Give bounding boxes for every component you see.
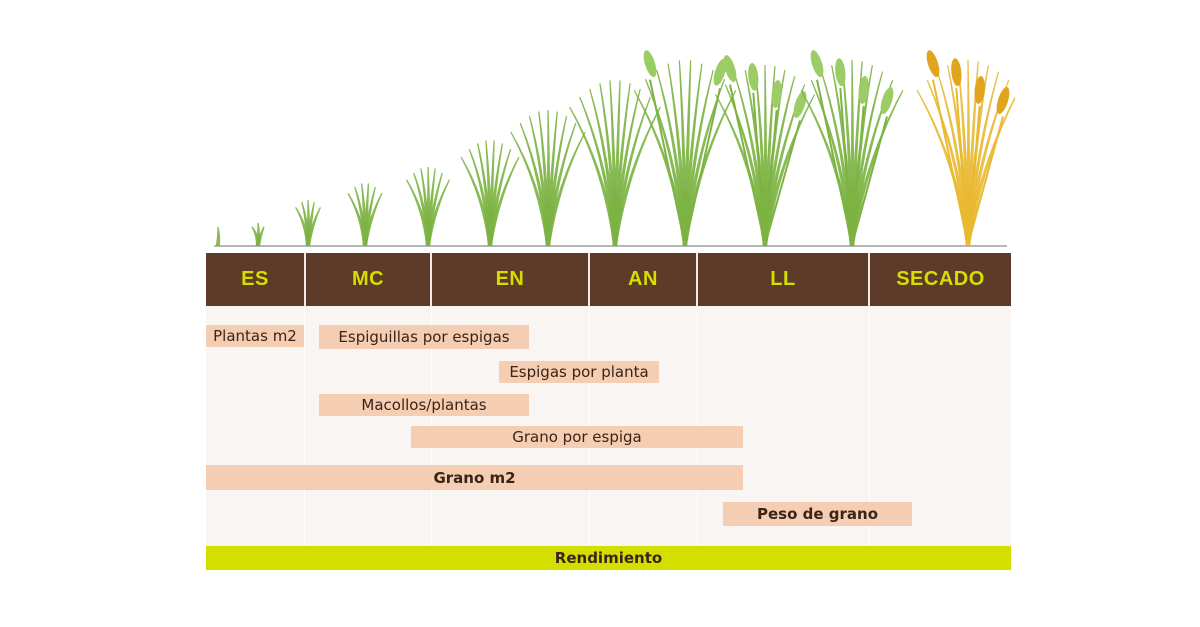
yield-bar: Rendimiento [206, 546, 1011, 570]
stage-divider [696, 253, 698, 306]
wheat-spike [951, 58, 962, 87]
plant-leaf [612, 106, 661, 246]
wheat-spike [974, 75, 985, 104]
stage-an: AN [590, 253, 696, 306]
wheat-spike [858, 75, 869, 104]
plant-8 [569, 80, 661, 246]
component-label: Espiguillas por espigas [338, 328, 510, 346]
stage-ll: LL [698, 253, 868, 306]
wheat-spike [748, 62, 759, 91]
plant-5 [406, 166, 450, 246]
stage-label: EN [495, 268, 525, 290]
stage-en: EN [432, 253, 588, 306]
wheat-spike [793, 90, 807, 118]
component-label: Espigas por planta [509, 363, 649, 381]
component-bar-peso-grano: Peso de grano [723, 502, 912, 526]
plant-7 [510, 109, 586, 246]
plant-9 [633, 50, 737, 246]
plant-3 [295, 199, 321, 246]
plant-leaf [425, 179, 450, 246]
plant-stem [932, 79, 969, 246]
plant-stem [729, 84, 766, 246]
component-label: Grano por espiga [512, 428, 642, 446]
wheat-spike [880, 87, 894, 114]
wheat-spike [926, 50, 940, 78]
stage-label: MC [351, 268, 385, 290]
plant-stem [839, 88, 853, 246]
plant-stem [752, 92, 766, 246]
wheat-spike [996, 87, 1010, 114]
column-divider [869, 306, 870, 546]
component-label: Macollos/plantas [361, 396, 487, 414]
wheat-spike [771, 80, 782, 109]
plant-growth-illustration [214, 50, 1015, 247]
wheat-spike [643, 50, 657, 78]
stage-es: ES [206, 253, 304, 306]
stage-secado: SECADO [870, 253, 1011, 306]
plant-leaf [305, 207, 321, 246]
plant-leaf [362, 192, 383, 246]
plant-leaf [545, 131, 586, 246]
plant-leaf [255, 226, 265, 246]
plant-stem [816, 79, 853, 246]
plant-11 [800, 50, 904, 246]
stage-header: ES MC EN AN LL SECADO [206, 253, 1011, 306]
plant-leaf [215, 226, 221, 246]
plant-2 [251, 222, 265, 246]
plant-stem [851, 116, 888, 246]
plant-10 [714, 55, 816, 246]
stage-divider [430, 253, 432, 306]
plant-6 [460, 140, 520, 246]
component-bar-grano-m2: Grano m2 [206, 465, 743, 490]
plant-stem [955, 88, 969, 246]
component-bar-espiguillas: Espiguillas por espigas [319, 325, 529, 349]
component-label: Peso de grano [757, 505, 878, 523]
stage-mc: MC [306, 253, 430, 306]
plant-stem [967, 105, 981, 246]
stage-label: LL [770, 268, 796, 290]
wheat-spike [723, 55, 737, 83]
yield-label: Rendimiento [554, 549, 663, 567]
plant-stem [684, 87, 721, 246]
stage-divider [588, 253, 590, 306]
component-bar-espigas-planta: Espigas por planta [499, 361, 659, 383]
component-bar-grano-espiga: Grano por espiga [411, 426, 743, 448]
plant-stem [967, 116, 1004, 246]
plant-1 [215, 226, 221, 246]
plant-stem [649, 79, 686, 246]
component-bar-macollos: Macollos/plantas [319, 394, 529, 416]
component-label: Grano m2 [433, 468, 516, 487]
component-label: Plantas m2 [213, 327, 297, 345]
plant-stem [851, 105, 865, 246]
stage-divider [868, 253, 870, 306]
column-divider [304, 306, 305, 546]
component-bar-plantas-m2: Plantas m2 [206, 325, 304, 347]
plant-stem [764, 120, 801, 246]
wheat-spike [835, 58, 846, 87]
wheat-spike [713, 58, 727, 86]
plant-4 [347, 183, 383, 246]
stage-label: SECADO [896, 268, 985, 290]
stage-label: ES [241, 268, 269, 290]
plant-12 [916, 50, 1015, 246]
stage-label: AN [628, 268, 658, 290]
plant-stem [764, 110, 778, 246]
wheat-spike [810, 50, 824, 78]
plant-leaf [487, 156, 520, 246]
stage-divider [304, 253, 306, 306]
